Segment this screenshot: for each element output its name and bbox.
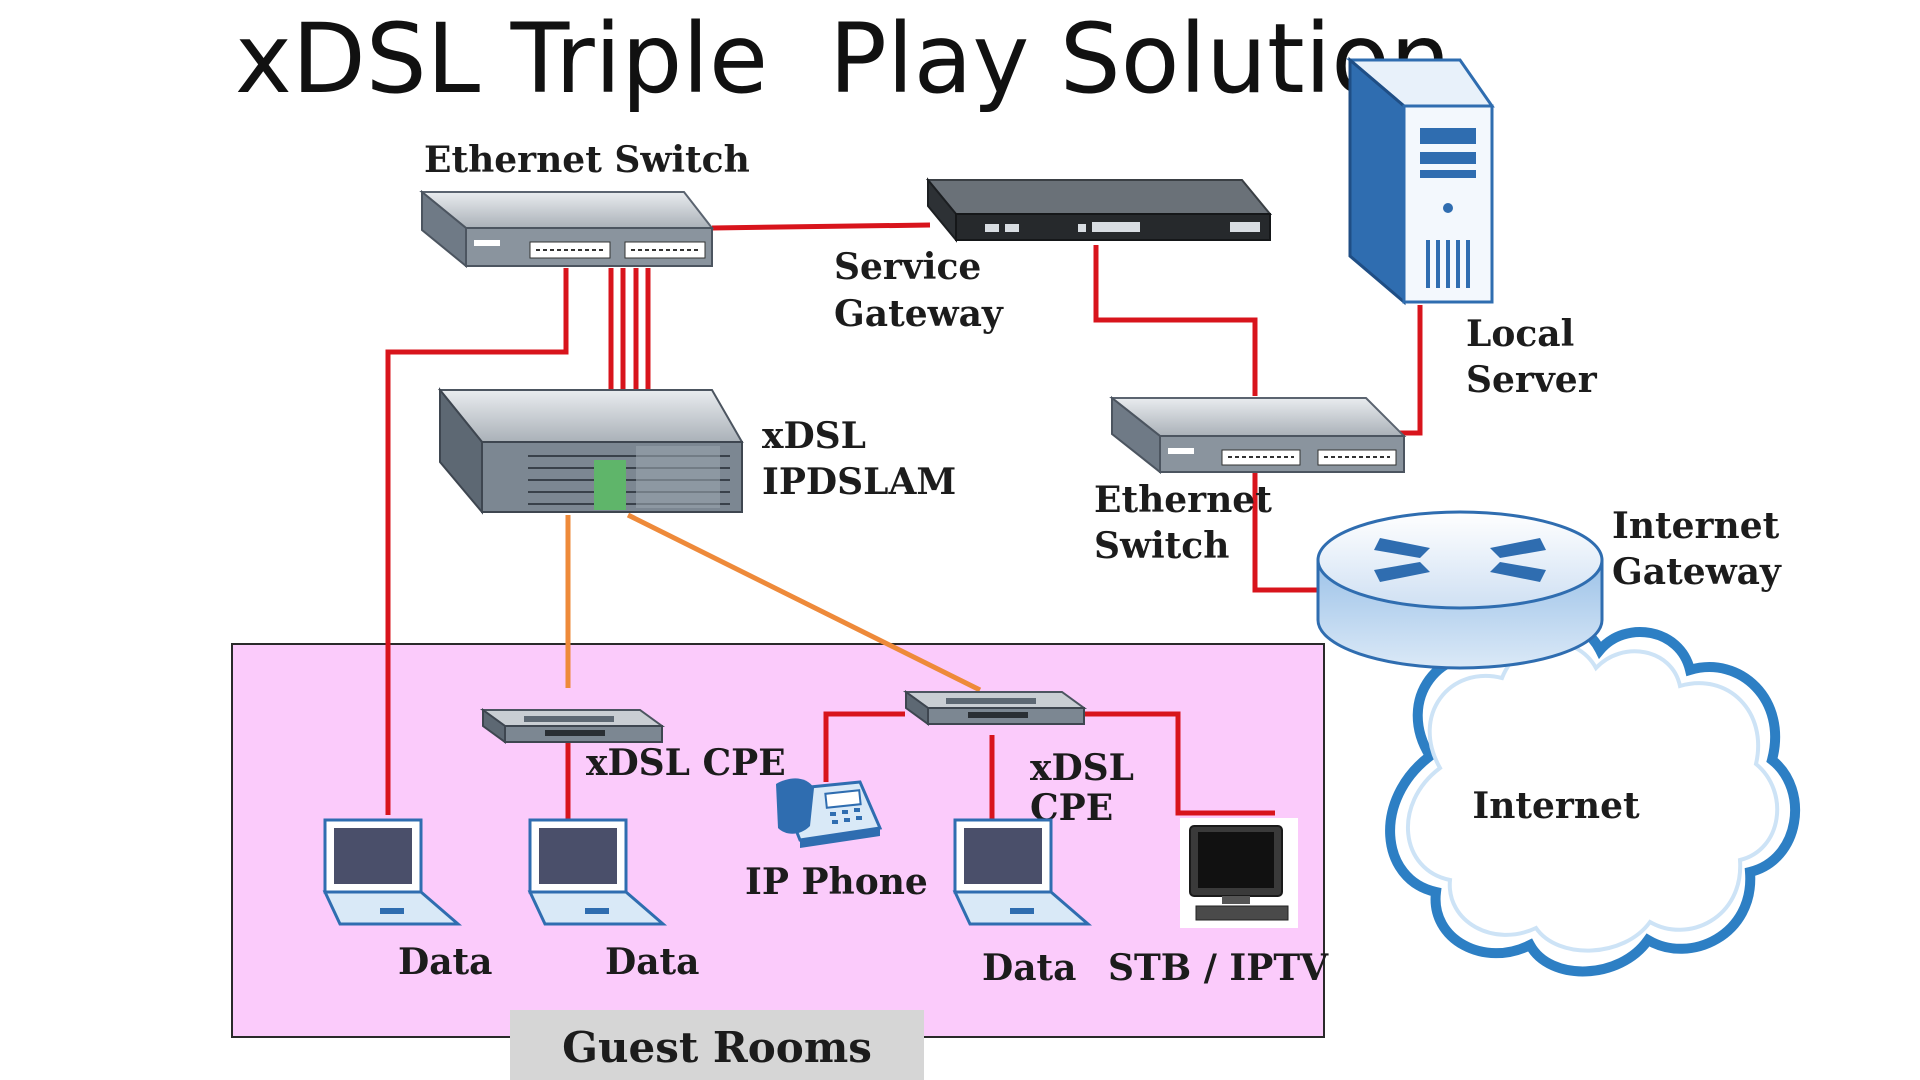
dslam-icon (437, 387, 744, 515)
service-gateway-label-line2: Gateway (834, 293, 1004, 335)
cpe-modem-icon (479, 708, 666, 744)
local-server-label-line1: Local (1466, 313, 1574, 355)
guest-rooms-label: Guest Rooms (562, 1023, 872, 1072)
laptop-data-3[interactable]: Data (952, 818, 1093, 989)
cloud-icon (1385, 616, 1801, 977)
stb-iptv[interactable]: STB / IPTV (1108, 818, 1329, 989)
link-cpe-right-to-phone (823, 711, 905, 782)
cpe-right-label-line1: xDSL (1030, 747, 1134, 789)
laptop-data-2[interactable]: Data (527, 818, 700, 983)
link-server-to-switch (1400, 305, 1423, 436)
diagram-title: xDSL Triple Play Solution (235, 3, 1451, 115)
laptop-icon (952, 818, 1093, 926)
local-server[interactable]: Local Server (1345, 56, 1598, 401)
laptop-icon (527, 818, 668, 926)
internet-cloud[interactable]: Internet (1385, 616, 1801, 977)
ethernet-switch-right-label-line1: Ethernet (1094, 479, 1272, 521)
ip-phone-icon (776, 778, 883, 848)
link-switch-to-service-gateway (711, 222, 931, 231)
service-gateway[interactable]: Service Gateway (834, 177, 1273, 335)
ethernet-switch-right[interactable]: Ethernet Switch (1094, 395, 1407, 567)
link-switch-to-internet-gateway (1252, 470, 1318, 593)
xdsl-ipdslam[interactable]: xDSL IPDSLAM (437, 387, 956, 515)
laptop-data-1[interactable]: Data (322, 818, 493, 983)
data-label-2: Data (605, 941, 700, 983)
dslam-label-line2: IPDSLAM (762, 461, 956, 503)
guest-rooms-label-box (510, 1010, 924, 1080)
server-icon (1345, 56, 1495, 306)
router-icon (1316, 510, 1604, 670)
ethernet-switch-top-label: Ethernet Switch (424, 139, 750, 181)
tv-stb-icon (1180, 818, 1298, 928)
service-gateway-label-line1: Service (834, 246, 981, 288)
data-label-3: Data (982, 947, 1077, 989)
link-service-gateway-to-switch (1093, 245, 1258, 396)
ethernet-switch-icon (1109, 395, 1407, 475)
internet-gateway-label-line2: Gateway (1612, 551, 1782, 593)
xdsl-cpe-left[interactable]: xDSL CPE (479, 708, 786, 784)
ip-phone[interactable]: IP Phone (745, 778, 928, 903)
internet-gateway-label-line1: Internet (1612, 505, 1780, 547)
dslam-label-line1: xDSL (762, 415, 866, 457)
ethernet-switch-top[interactable]: Ethernet Switch (419, 139, 750, 269)
data-label-1: Data (398, 941, 493, 983)
orange-links (565, 512, 982, 693)
service-gateway-icon (925, 177, 1273, 243)
link-cpe-right-to-stb (1080, 711, 1275, 816)
link-switch-to-left-laptop (385, 268, 569, 815)
laptop-icon (322, 818, 463, 926)
stb-iptv-label: STB / IPTV (1108, 947, 1329, 989)
ethernet-switch-right-label-line2: Switch (1094, 525, 1229, 567)
ip-phone-label: IP Phone (745, 861, 928, 903)
cpe-modem-icon (902, 690, 1088, 726)
link-dslam-to-cpe-right (626, 512, 982, 693)
cpe-left-label: xDSL CPE (586, 742, 786, 784)
ethernet-switch-icon (419, 189, 715, 269)
internet-gateway[interactable]: Internet Gateway (1316, 505, 1782, 670)
internet-label: Internet (1472, 785, 1640, 827)
local-server-label-line2: Server (1466, 359, 1598, 401)
xdsl-cpe-right[interactable]: xDSL CPE (902, 690, 1134, 829)
